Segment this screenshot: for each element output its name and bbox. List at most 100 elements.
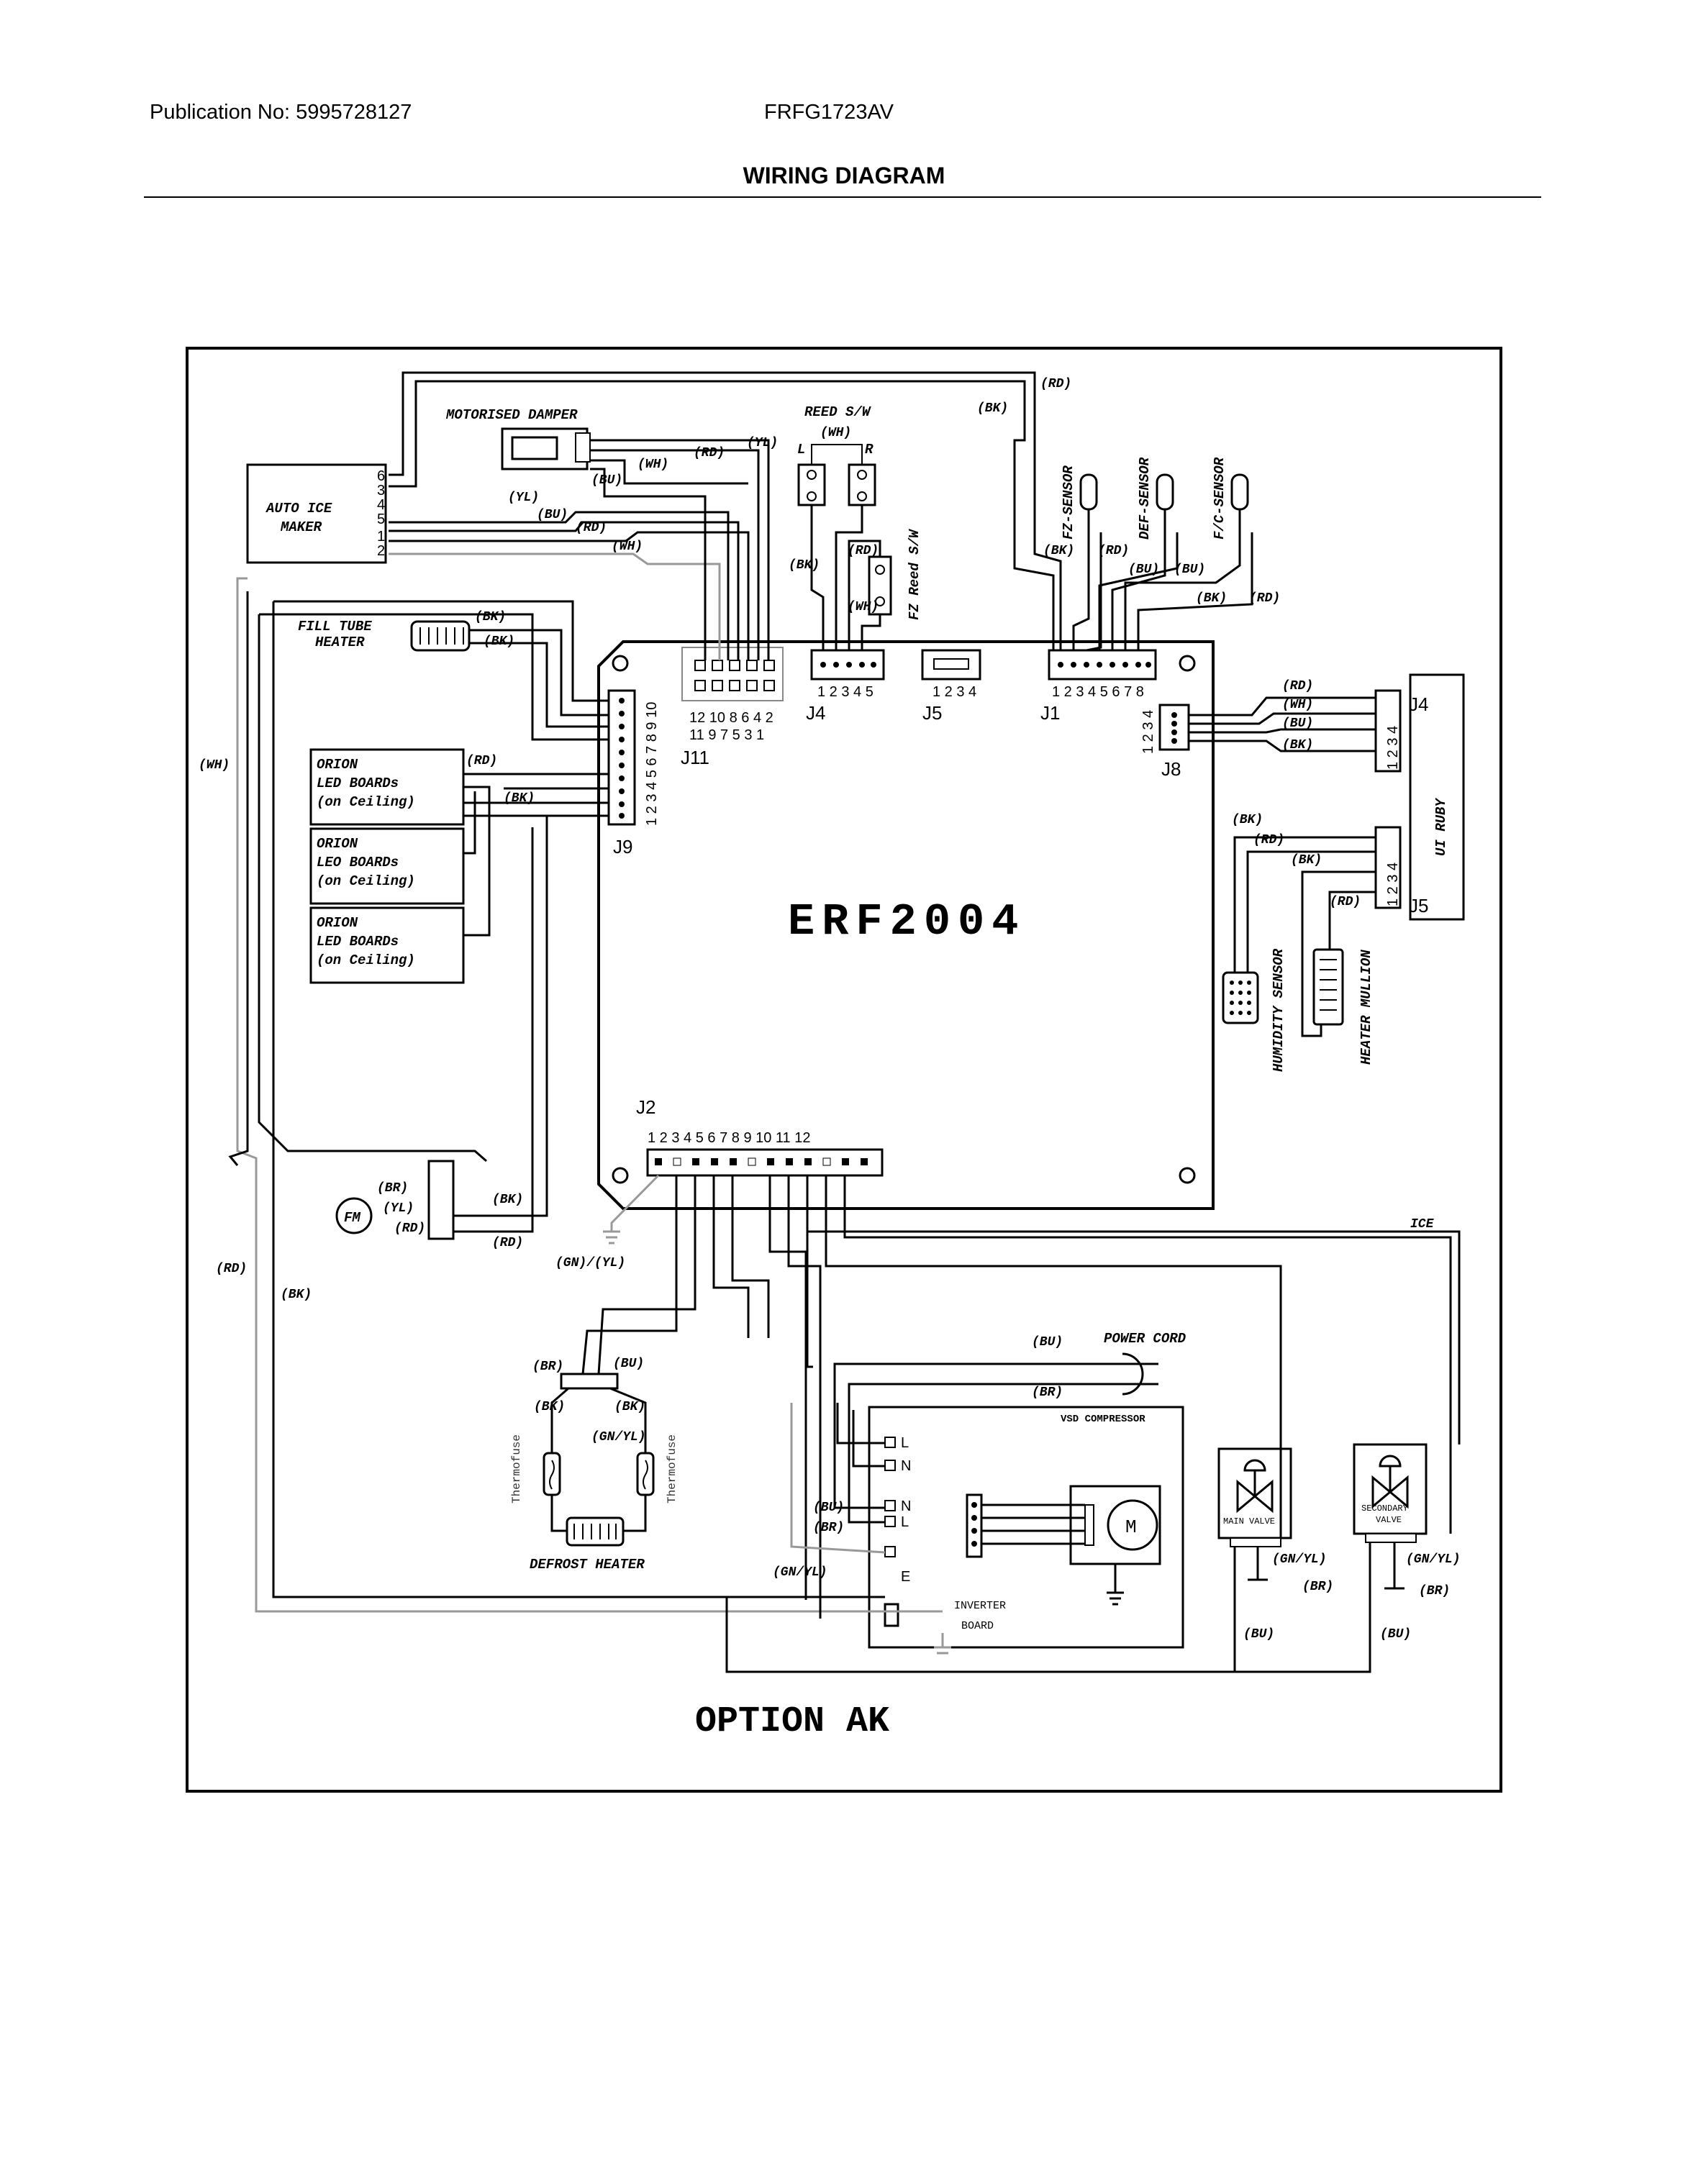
- comp-term-e: E: [901, 1569, 910, 1585]
- defrost-bk-right-label: (BK): [614, 1400, 645, 1414]
- wl-bk-hum: (BK): [1232, 813, 1263, 827]
- wl-bk-fz: (BK): [1043, 544, 1074, 558]
- humidity-sensor-label: HUMIDITY SENSOR: [1271, 948, 1287, 1072]
- auto-ice-pin-3: 3: [377, 483, 385, 499]
- wire-labels: (RD) (BK) (RD) (YL) (WH) (BU) (YL) (BU) …: [199, 377, 1435, 1580]
- auto-ice-label-1: AUTO ICE: [266, 501, 332, 517]
- wl-br-power: (BR): [1032, 1386, 1063, 1400]
- secondary-valve: SECONDARY VALVE (GN/YL) (BR) (BU): [1353, 1443, 1461, 1642]
- wl-bk-mull: (BK): [1291, 853, 1322, 868]
- wl-rd-left: (RD): [216, 1262, 247, 1276]
- comp-term-l1: L: [901, 1435, 909, 1451]
- j11-top-pins: 12 10 8 6 4 2: [689, 710, 773, 726]
- main-valve-br: (BR): [1302, 1580, 1333, 1594]
- wl-bu-ui: (BU): [1282, 716, 1313, 731]
- wl-rd-ui: (RD): [1282, 679, 1313, 693]
- j8-label: J8: [1161, 758, 1181, 780]
- auto-ice-pin-4: 4: [377, 497, 385, 513]
- orion-2-line-1: ORION: [317, 836, 358, 852]
- header-divider: [144, 196, 1541, 198]
- heater-mullion-label: HEATER MULLION: [1358, 950, 1374, 1065]
- publication-number: Publication No: 5995728127: [150, 101, 412, 124]
- orion-3-line-3: (on Ceiling): [317, 952, 415, 968]
- orion-1-line-1: ORION: [317, 757, 358, 773]
- fill-tube-heater: FILL TUBE HEATER: [298, 619, 471, 652]
- wl-bk-left: (BK): [281, 1288, 312, 1302]
- secondary-valve-bu: (BU): [1380, 1627, 1411, 1642]
- orion-2-line-3: (on Ceiling): [317, 873, 415, 889]
- thermofuse-left-label: Thermofuse: [510, 1434, 523, 1503]
- connector-j11: 12 10 8 6 4 2 11 9 7 5 3 1 J11: [681, 647, 784, 768]
- orion-1-line-2: LED BOARDs: [317, 775, 399, 791]
- connector-j5: 1 2 3 4 J5: [921, 649, 981, 724]
- motor-label: M: [1125, 1516, 1137, 1538]
- connector-j2: 1 2 3 4 5 6 7 8 9 10 11 12 J2: [636, 1096, 884, 1177]
- fan-yl-label: (YL): [383, 1201, 414, 1216]
- wl-bk-fill-1: (BK): [475, 610, 506, 624]
- diagram-frame: [186, 347, 1502, 1793]
- orion-led-boards: ORION LED BOARDs (on Ceiling) ORION LEO …: [309, 748, 465, 984]
- thermofuse-right-label: Thermofuse: [666, 1434, 679, 1503]
- defrost-heater: DEFROST HEATER Thermofuse Thermofuse (BR…: [510, 1357, 679, 1573]
- wl-rd-top: (RD): [1040, 377, 1071, 391]
- wl-wh-ui: (WH): [1282, 698, 1313, 712]
- fill-tube-label-2: HEATER: [315, 634, 365, 650]
- wl-bu-power: (BU): [1032, 1335, 1063, 1350]
- main-valve-gnyl: (GN/YL): [1272, 1552, 1327, 1567]
- auto-ice-maker: AUTO ICE MAKER 6 3 4 5 1 2: [246, 463, 387, 564]
- wl-wh-damper: (WH): [637, 458, 668, 472]
- wl-wh-ice: (WH): [612, 540, 643, 554]
- ui-j4-label: J4: [1409, 693, 1428, 715]
- fc-sensor-label: F/C-SENSOR: [1212, 457, 1228, 540]
- main-valve: MAIN VALVE (GN/YL) (BR) (BU): [1217, 1447, 1333, 1642]
- wl-bu-damper: (BU): [591, 473, 622, 488]
- main-board: ERF2004: [597, 640, 1215, 1210]
- j2-label: J2: [636, 1096, 655, 1118]
- heater-mullion: HEATER MULLION: [1312, 948, 1374, 1065]
- motorised-damper: MOTORISED DAMPER: [445, 407, 591, 470]
- fan-motor-label: FM: [344, 1210, 360, 1226]
- inverter-label-2: BOARD: [961, 1620, 994, 1632]
- fan-motor: FM (BR) (YL) (RD): [335, 1160, 455, 1240]
- ice-label: ICE: [1410, 1217, 1435, 1232]
- connector-j8: 1 2 3 4 J8: [1140, 704, 1190, 780]
- j1-label: J1: [1040, 702, 1060, 724]
- wl-rd-ice: (RD): [576, 521, 607, 535]
- wl-bk-fill-2: (BK): [484, 634, 514, 649]
- ground-symbol: [603, 1230, 951, 1655]
- ui-j5-pins: 1 2 3 4: [1385, 863, 1401, 906]
- main-valve-label: MAIN VALVE: [1223, 1516, 1275, 1526]
- j11-bottom-pins: 11 9 7 5 3 1: [689, 727, 764, 743]
- vsd-compressor-label: VSD COMPRESSOR: [1061, 1414, 1145, 1425]
- board-name: ERF2004: [788, 896, 1025, 947]
- wl-wh-left: (WH): [199, 758, 230, 773]
- j9-label: J9: [613, 836, 632, 857]
- wl-yl-damper: (YL): [747, 436, 778, 450]
- wl-rd-fc: (RD): [1249, 591, 1280, 606]
- wl-bk-ui: (BK): [1282, 738, 1313, 752]
- wl-gnyl-j2: (GN)/(YL): [555, 1256, 625, 1270]
- connector-j1: 1 2 3 4 5 6 7 8 J1: [1040, 649, 1157, 724]
- defrost-bu-label: (BU): [613, 1357, 644, 1371]
- comp-term-n2: N: [901, 1498, 911, 1514]
- secondary-valve-label-2: VALVE: [1376, 1515, 1402, 1525]
- inverter-label-1: INVERTER: [954, 1600, 1006, 1612]
- wl-rd-fan: (RD): [492, 1236, 523, 1250]
- wl-rd-mull: (RD): [1330, 895, 1361, 909]
- auto-ice-pin-2: 2: [377, 543, 385, 559]
- fill-tube-label-1: FILL TUBE: [298, 619, 372, 634]
- wl-gnyl-comp: (GN/YL): [773, 1565, 827, 1580]
- ui-j4-pins: 1 2 3 4: [1385, 726, 1401, 770]
- j9-pins: 1 2 3 4 5 6 7 8 9 10: [644, 702, 660, 826]
- wl-rd-orion: (RD): [466, 754, 497, 768]
- secondary-valve-label-1: SECONDARY: [1361, 1503, 1408, 1514]
- orion-3-line-1: ORION: [317, 915, 358, 931]
- j4-label: J4: [806, 702, 825, 724]
- j1-pins: 1 2 3 4 5 6 7 8: [1052, 684, 1144, 700]
- reed-r-label: R: [865, 442, 874, 458]
- connector-j9: 1 2 3 4 5 6 7 8 9 10 J9: [607, 689, 660, 857]
- ui-ruby-label: UI RUBY: [1433, 798, 1449, 856]
- main-valve-bu: (BU): [1243, 1627, 1274, 1642]
- option-label: OPTION AK: [695, 1701, 889, 1742]
- wl-bu-ice: (BU): [537, 508, 568, 522]
